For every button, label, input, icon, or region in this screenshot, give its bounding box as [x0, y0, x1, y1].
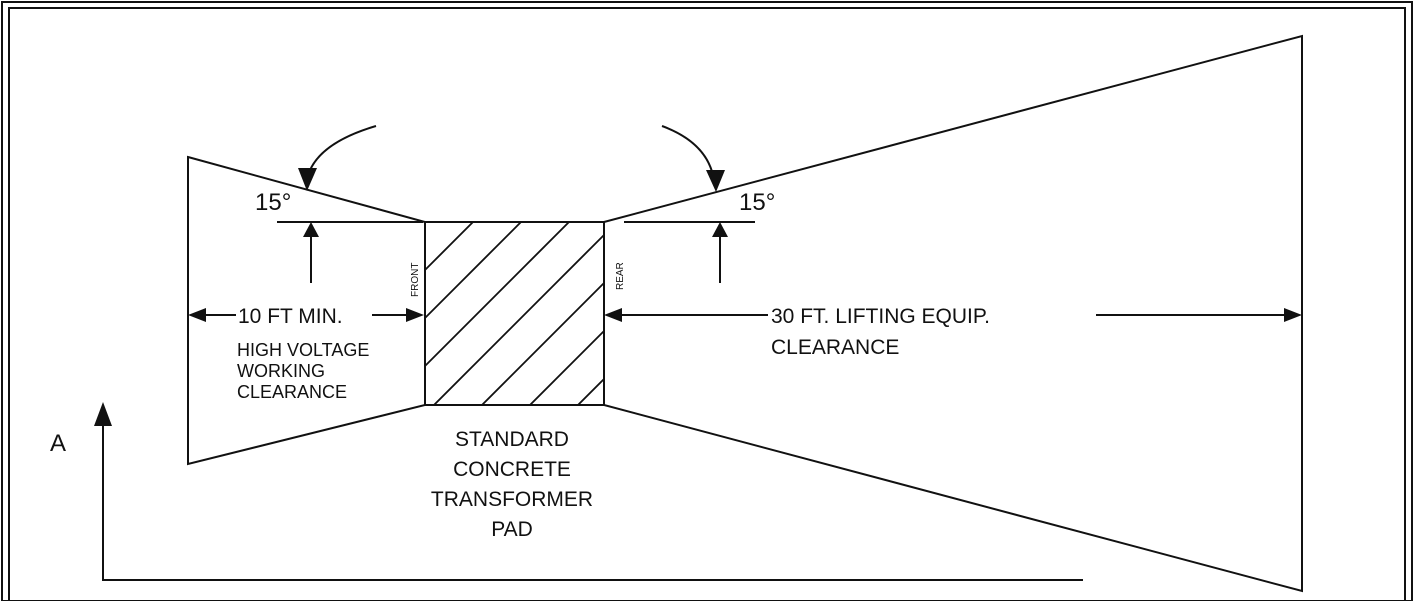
right-dimension-line	[604, 302, 1302, 328]
transformer-pad	[424, 221, 605, 406]
right-distance-label: 30 FT. LIFTING EQUIP.	[771, 305, 990, 328]
pad-label-line-2: CONCRETE	[453, 458, 571, 481]
right-note-label: CLEARANCE	[771, 336, 899, 359]
left-note-line-1: HIGH VOLTAGE	[237, 340, 369, 360]
pad-label-line-3: TRANSFORMER	[431, 488, 593, 511]
left-angle-label: 15°	[255, 189, 291, 216]
rear-label: REAR	[615, 262, 626, 290]
front-label: FRONT	[410, 263, 421, 297]
right-angle-label: 15°	[739, 189, 775, 216]
pad-label-line-1: STANDARD	[455, 428, 569, 451]
right-angle-indicator	[624, 125, 755, 283]
pad-hatching	[425, 222, 604, 405]
left-note-line-2: WORKING	[237, 361, 325, 381]
left-note-line-3: CLEARANCE	[237, 382, 347, 402]
pad-label-line-4: PAD	[491, 518, 533, 541]
left-dimension-line	[188, 302, 424, 328]
left-angle-indicator	[277, 125, 423, 283]
view-marker-label: A	[50, 430, 66, 457]
left-distance-label: 10 FT MIN.	[238, 305, 343, 328]
view-indicator	[94, 402, 1083, 581]
diagram-text: 15° 15° FRONT REAR 10 FT MIN. HIGH VOLTA…	[50, 189, 990, 541]
